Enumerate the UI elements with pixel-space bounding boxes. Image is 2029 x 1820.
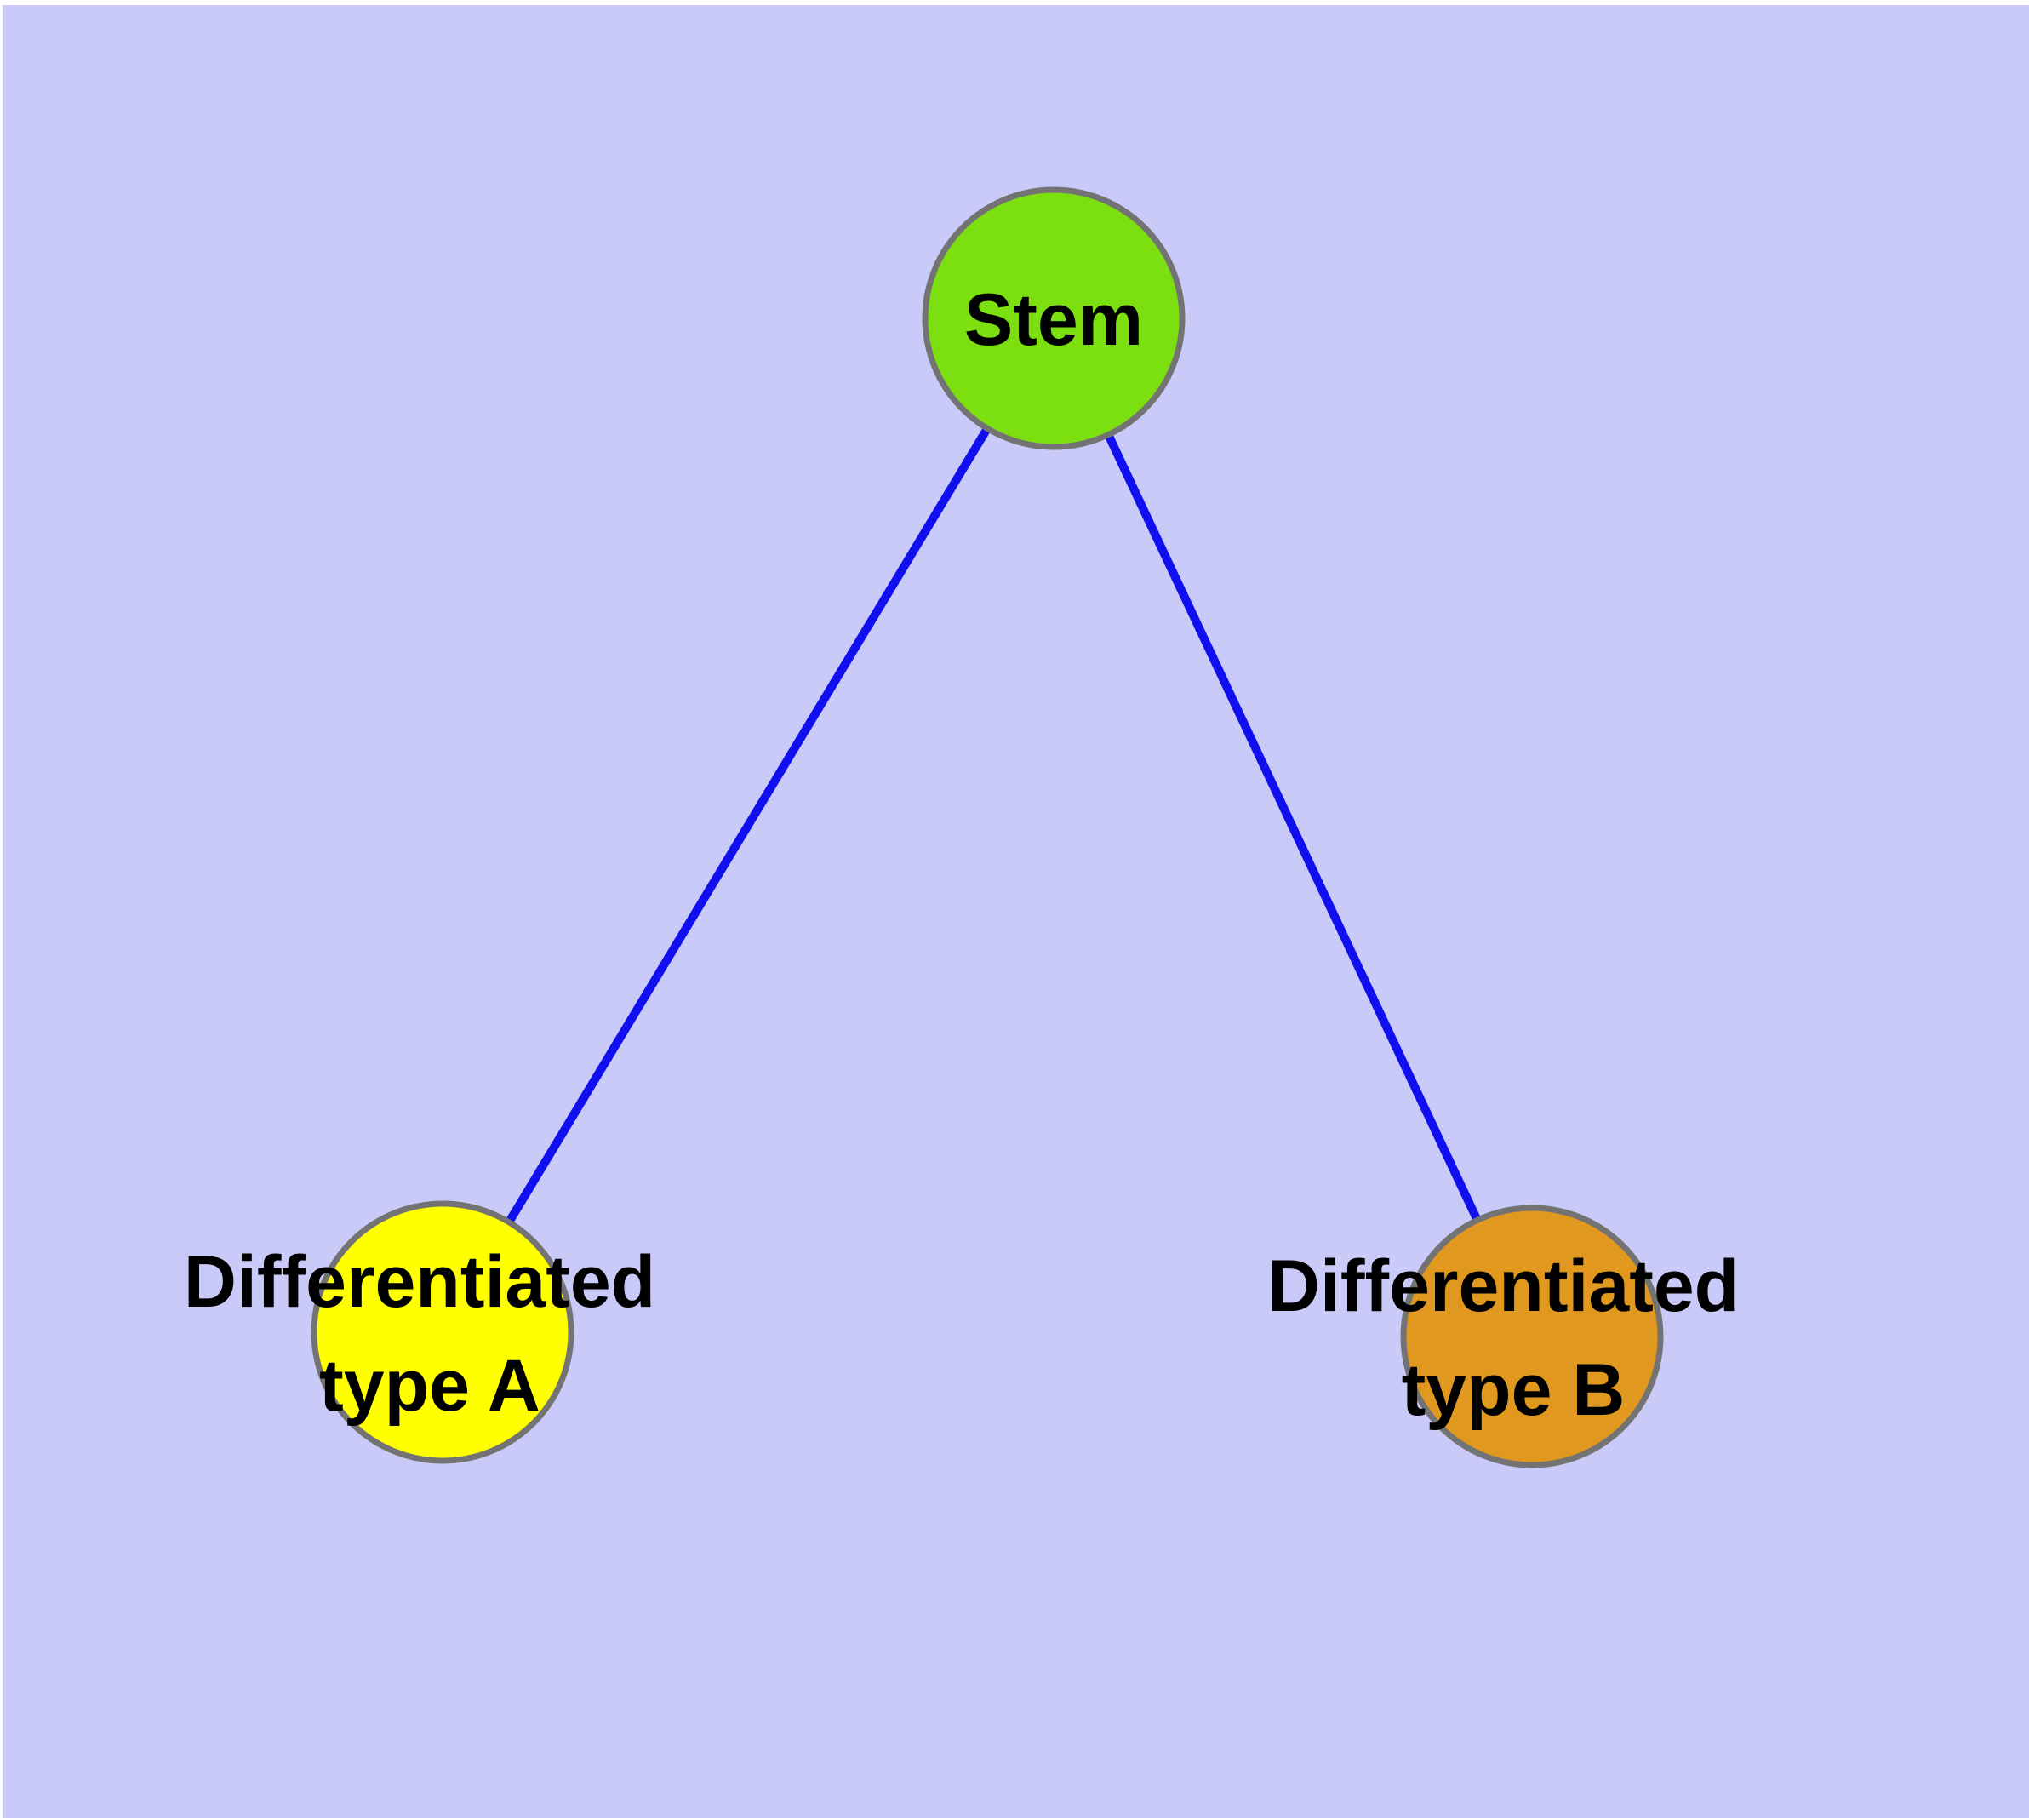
- node-type-a-label-line-2: type A: [319, 1345, 540, 1427]
- node-stem: Stem: [922, 186, 1186, 450]
- node-type-a: Differentiated type A: [184, 1200, 676, 1464]
- node-type-a-circle: [311, 1200, 574, 1464]
- node-type-b-label: Differentiated type B: [1267, 1245, 1759, 1431]
- node-stem-label: Stem: [964, 279, 1143, 361]
- edge-stem-to-type-b: [1049, 314, 1536, 1341]
- edge-stem-to-type-a: [438, 314, 1058, 1336]
- node-type-b-label-line-1: Differentiated: [1267, 1245, 1739, 1327]
- node-stem-circle: [922, 186, 1186, 450]
- node-type-b: Differentiated type B: [1267, 1205, 1759, 1468]
- node-type-b-circle: [1400, 1205, 1664, 1468]
- node-type-b-label-line-2: type B: [1402, 1349, 1626, 1431]
- node-type-a-label-line-1: Differentiated: [184, 1241, 655, 1323]
- node-type-a-label: Differentiated type A: [184, 1241, 676, 1427]
